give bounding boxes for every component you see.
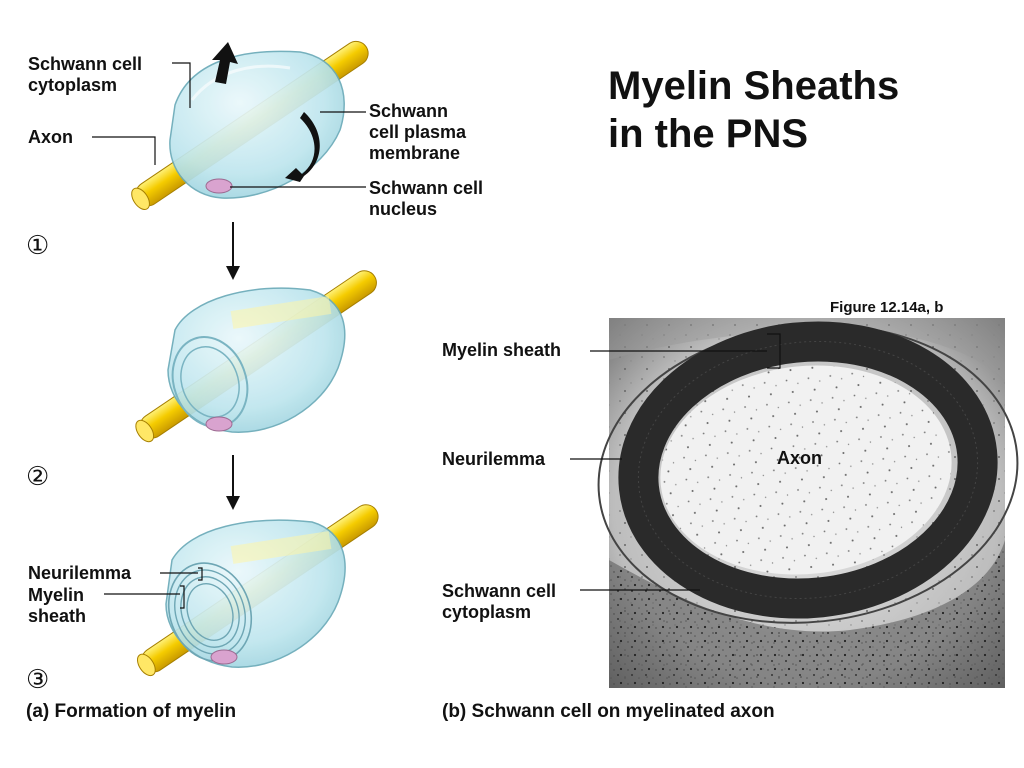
step2-illustration [135,270,377,443]
label-schwann-cytoplasm-a: Schwann cell cytoplasm [28,54,143,95]
step-marker-2: ② [26,461,50,491]
schwann-nucleus-3 [210,649,238,665]
caption-panel-b: (b) Schwann cell on myelinated axon [442,701,775,722]
label-axon-b: Axon [777,448,822,468]
schwann-nucleus-2 [205,416,233,432]
label-plasma-membrane: Schwann cell plasma membrane [369,101,467,163]
label-myelin-sheath-b: Myelin sheath [442,340,562,360]
caption-panel-a: (a) Formation of myelin [26,701,237,722]
label-schwann-cytoplasm-b: Schwann cell cytoplasm [442,581,557,622]
wrap-arrow-down-icon [285,112,320,182]
schwann-cell-1 [169,50,345,199]
label-neurilemma-b: Neurilemma [442,449,546,469]
leader-lines-b [570,333,781,591]
schwann-cell-2 [167,287,346,433]
page-title: Myelin Sheaths in the PNS [608,64,900,156]
step-marker-3: ③ [26,664,50,694]
step-marker-1: ① [26,230,50,260]
step-arrow-1-icon [226,222,240,280]
micrograph [597,318,1019,688]
schwann-nucleus-1 [205,178,233,194]
figure-reference: Figure 12.14a, b [830,299,944,316]
label-schwann-nucleus: Schwann cell nucleus [369,178,484,219]
label-neurilemma-a: Neurilemma [28,563,132,583]
label-myelin-sheath-a: Myelin sheath [28,585,87,626]
step-arrow-2-icon [226,455,240,510]
step1-illustration [131,40,369,211]
leader-lines-a [92,62,366,609]
label-axon-a: Axon [28,127,73,147]
wrap-arrow-up-icon [212,42,238,84]
step3-illustration [136,504,379,677]
